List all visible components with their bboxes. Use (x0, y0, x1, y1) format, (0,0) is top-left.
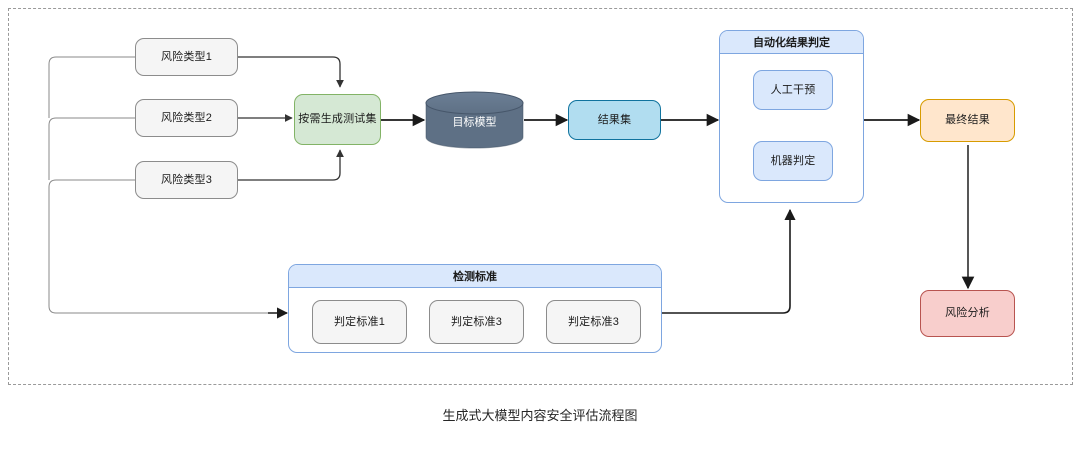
edge-risk1-to-generator (48, 56, 344, 118)
node-generate-test-set-label: 按需生成测试集 (298, 113, 377, 126)
node-judgment-standard-1-label: 判定标准1 (333, 315, 386, 328)
node-risk-type-2-label: 风险类型2 (160, 111, 213, 124)
node-risk-type-3[interactable]: 风险类型3 (135, 161, 238, 199)
node-manual-intervention[interactable]: 人工干预 (753, 70, 833, 110)
node-final-result-label: 最终结果 (945, 114, 990, 127)
container-auto-judgment-title: 自动化结果判定 (720, 31, 863, 54)
node-risk-analysis[interactable]: 风险分析 (920, 290, 1015, 337)
cylinder-shape (425, 91, 524, 149)
node-result-set-label: 结果集 (597, 113, 632, 126)
edge-risk2-to-generator (48, 114, 293, 180)
node-judgment-standard-2[interactable]: 判定标准3 (429, 300, 524, 344)
diagram-frame (8, 8, 1073, 385)
node-judgment-standard-3-label: 判定标准3 (567, 315, 620, 328)
node-generate-test-set[interactable]: 按需生成测试集 (294, 94, 381, 145)
edge-risk3-to-generator (48, 149, 344, 314)
node-manual-intervention-label: 人工干预 (770, 83, 816, 96)
diagram-caption: 生成式大模型内容安全评估流程图 (442, 408, 638, 423)
node-result-set[interactable]: 结果集 (568, 100, 661, 140)
container-detection-standards[interactable]: 检测标准 判定标准1 判定标准3 判定标准3 (288, 264, 662, 353)
node-judgment-standard-2-label: 判定标准3 (450, 315, 503, 328)
container-auto-judgment[interactable]: 自动化结果判定 人工干预 机器判定 (719, 30, 864, 203)
node-judgment-standard-1[interactable]: 判定标准1 (312, 300, 407, 344)
node-risk-type-2[interactable]: 风险类型2 (135, 99, 238, 137)
container-detection-standards-title: 检测标准 (289, 265, 661, 288)
node-target-model[interactable]: 目标模型 (425, 91, 524, 149)
node-judgment-standard-3[interactable]: 判定标准3 (546, 300, 641, 344)
node-final-result[interactable]: 最终结果 (920, 99, 1015, 142)
node-target-model-label: 目标模型 (452, 116, 497, 129)
node-machine-judgment-label: 机器判定 (770, 154, 816, 167)
edge-detection-standards-to-auto-judgment (662, 208, 796, 314)
node-risk-type-3-label: 风险类型3 (160, 173, 213, 186)
node-risk-type-1-label: 风险类型1 (160, 50, 213, 63)
node-machine-judgment[interactable]: 机器判定 (753, 141, 833, 181)
node-risk-type-1[interactable]: 风险类型1 (135, 38, 238, 76)
node-risk-analysis-label: 风险分析 (945, 307, 990, 320)
